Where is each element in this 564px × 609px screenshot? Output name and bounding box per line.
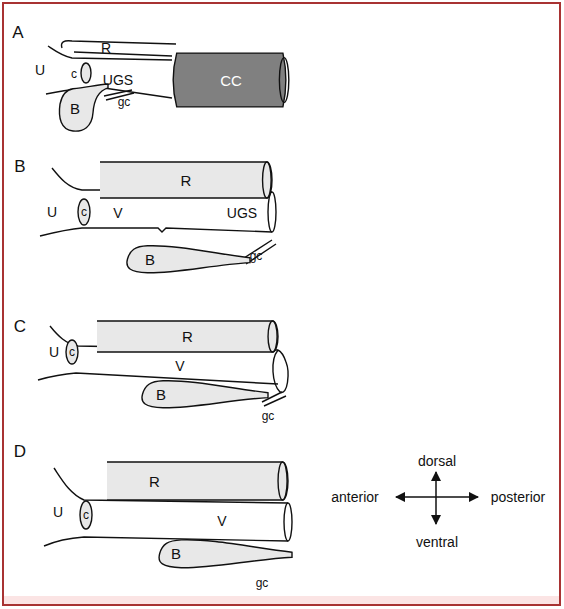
rectum-outline: [107, 462, 288, 500]
part-label: CC: [220, 73, 242, 88]
rectum: R: [97, 321, 278, 352]
frame: [3, 3, 560, 605]
bladder-outline: [58, 84, 108, 132]
bottom-band: [4, 596, 559, 604]
part-label: gc: [118, 96, 131, 108]
part-label: B: [171, 546, 181, 561]
panel-a-outlines: [46, 41, 176, 100]
part-label: UGS: [227, 206, 257, 220]
part-label: B: [70, 101, 80, 116]
part-label: R: [181, 173, 192, 188]
part-label: U: [47, 205, 57, 219]
cervix: [66, 340, 78, 364]
bladder: B: [58, 84, 108, 132]
compass: [396, 472, 478, 524]
panel-letter: C: [14, 318, 26, 335]
direction-label: posterior: [491, 490, 545, 504]
part-label: gc: [256, 577, 269, 589]
part-label: B: [145, 252, 155, 267]
ugs-wall: [104, 88, 172, 98]
cervix: [80, 501, 92, 529]
part-label: c: [83, 509, 89, 521]
cervix: [81, 63, 91, 83]
part-label: c: [71, 68, 77, 80]
part-label: R: [182, 329, 193, 344]
vaginal-opening: [273, 350, 288, 392]
part-label: U: [53, 505, 63, 519]
part-label: gc: [262, 410, 275, 422]
compass-arrow: [436, 496, 478, 498]
bladder: B: [157, 538, 292, 569]
direction-label: anterior: [331, 490, 378, 504]
part-label: V: [217, 514, 226, 528]
bladder: B: [140, 379, 268, 409]
direction-label: dorsal: [418, 454, 456, 468]
part-label: U: [49, 345, 59, 359]
rectum-tube: [74, 52, 172, 56]
sinus-opening: [268, 192, 276, 232]
panel-letter: A: [12, 24, 23, 41]
vagina-wall: [40, 228, 272, 236]
compass-arrow: [396, 496, 436, 498]
part-label: U: [35, 63, 45, 77]
cervix: [78, 199, 90, 225]
vaginal-opening: [284, 503, 292, 541]
direction-label: ventral: [416, 535, 458, 549]
rectum: R: [100, 162, 272, 198]
part-label: gc: [250, 250, 263, 262]
part-label: c: [81, 206, 87, 218]
rectum: R: [107, 462, 288, 500]
part-label: V: [175, 359, 184, 373]
bladder-outline: [125, 244, 250, 274]
panel-letter: D: [14, 443, 26, 460]
part-label: R: [101, 41, 111, 55]
compass-arrow: [435, 472, 437, 497]
part-label: c: [69, 346, 75, 358]
panel-letter: B: [14, 158, 25, 175]
part-label: R: [149, 474, 160, 489]
bladder: B: [125, 244, 250, 274]
corpus-cavernosum: CC: [172, 52, 290, 108]
compass-arrow: [435, 497, 437, 524]
part-label: V: [113, 206, 122, 220]
part-label: B: [156, 387, 166, 402]
part-label: UGS: [103, 73, 133, 87]
rectum-tube: [61, 41, 176, 48]
